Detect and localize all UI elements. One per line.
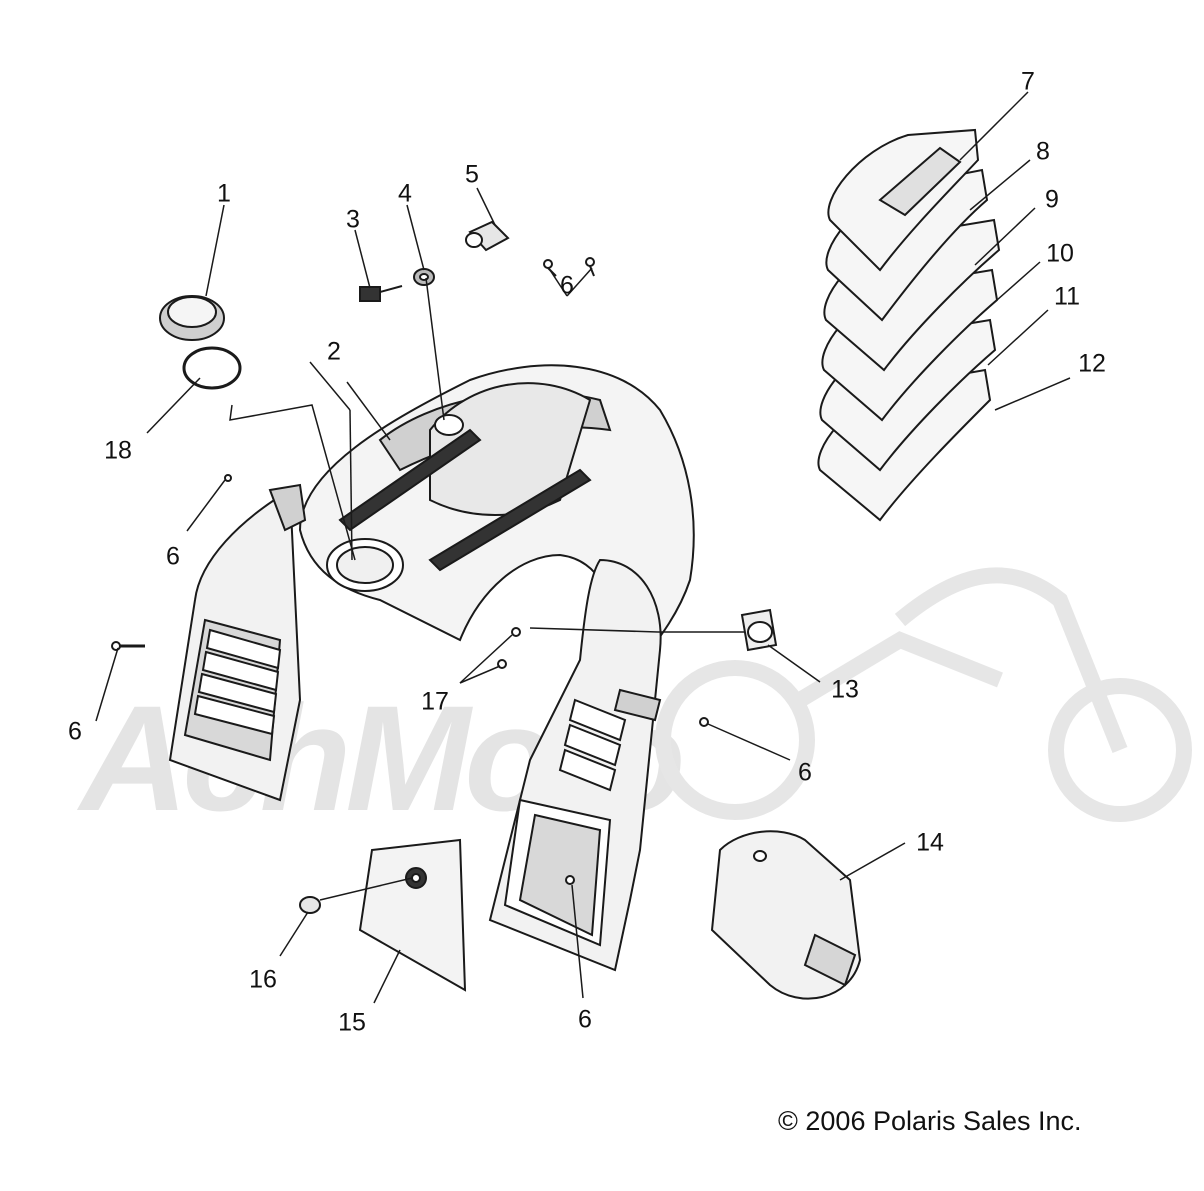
callout-6-top: 6 <box>560 271 574 300</box>
callout-17: 17 <box>421 687 449 716</box>
callout-12: 12 <box>1078 349 1106 378</box>
screws <box>111 257 709 885</box>
callout-2: 2 <box>327 337 341 366</box>
callout-16: 16 <box>249 965 277 994</box>
callout-8: 8 <box>1036 137 1050 166</box>
parts-7-12-stacked-plates <box>817 128 1001 522</box>
part-18-o-ring <box>182 346 242 390</box>
part-4-nut <box>413 268 435 286</box>
callout-4: 4 <box>398 179 412 208</box>
part-13-bracket <box>740 608 778 652</box>
callout-14: 14 <box>916 828 944 857</box>
front-hood-panel <box>298 364 695 662</box>
part-16-fastener <box>299 896 321 914</box>
callout-5: 5 <box>465 160 479 189</box>
callout-1: 1 <box>217 179 231 208</box>
callout-18: 18 <box>104 436 132 465</box>
part-1-cap-ring <box>159 295 225 341</box>
callout-6-bottom: 6 <box>578 1005 592 1034</box>
callout-3: 3 <box>346 205 360 234</box>
leader-lines <box>95 91 1071 1004</box>
callout-11: 11 <box>1054 282 1080 311</box>
copyright-notice: © 2006 Polaris Sales Inc. <box>778 1106 1082 1136</box>
callout-13: 13 <box>831 675 859 704</box>
callout-9: 9 <box>1045 185 1059 214</box>
callout-6-right: 6 <box>798 758 812 787</box>
callout-15: 15 <box>338 1008 366 1037</box>
callout-6-left-lower: 6 <box>68 717 82 746</box>
callout-10: 10 <box>1046 239 1074 268</box>
part-3-key <box>359 285 403 302</box>
right-side-panel <box>488 558 662 972</box>
part-15-cover-panel <box>358 838 467 992</box>
callout-7: 7 <box>1021 67 1035 96</box>
part-14-side-box <box>710 830 862 1000</box>
callout-6-left-upper: 6 <box>166 542 180 571</box>
part-5-ignition-switch <box>465 220 510 252</box>
watermark-motorcycle <box>655 567 1192 822</box>
left-side-panel <box>168 483 307 802</box>
